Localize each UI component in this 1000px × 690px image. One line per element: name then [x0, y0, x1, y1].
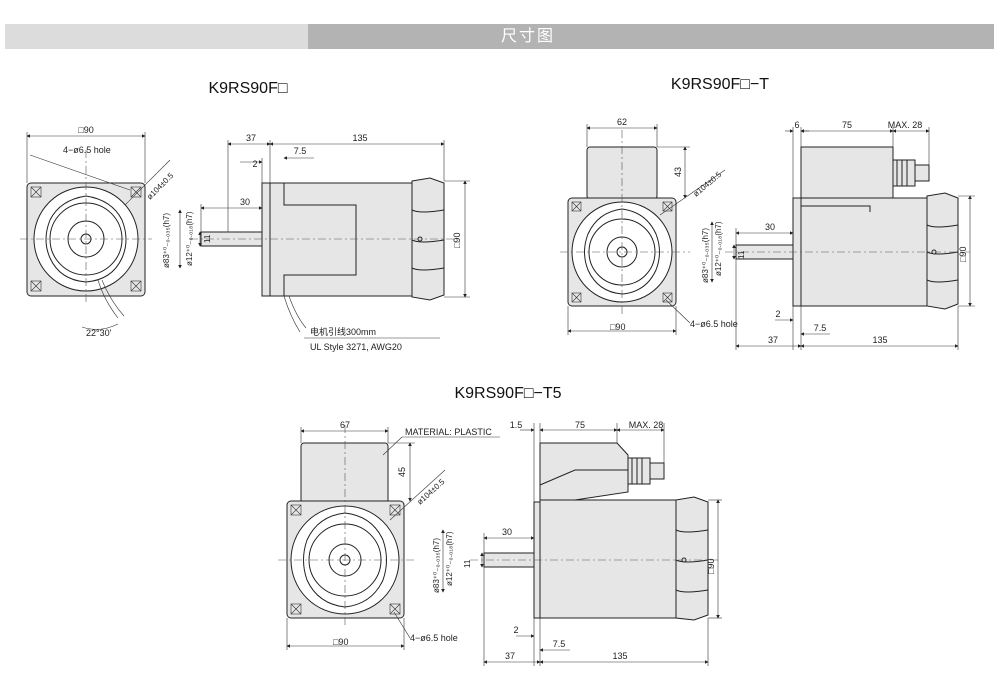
dim-75-t5: 75	[575, 420, 585, 430]
dim-sq90-terminal: □90	[610, 322, 625, 332]
dim-sq90-basic: □90	[78, 125, 93, 135]
dim-83-basic: ø83⁺⁰₋₀.₀₃₅(h7)	[162, 213, 171, 268]
dim-pcd-basic: ø104±0.5	[145, 171, 176, 202]
side-flange	[261, 182, 271, 297]
dim-30-t5: 30	[502, 527, 512, 537]
terminal-box-side	[800, 146, 894, 200]
dim-sq90-basic-side: □90	[452, 233, 462, 248]
dim-12-t5: ø12⁺⁰₋₀.₀₁₈(h7)	[445, 531, 454, 586]
dim-max28-t5: MAX. 28	[629, 420, 664, 430]
dim-hole-terminal: 4−ø6.5 hole	[690, 319, 738, 329]
dim-12-basic: ø12⁺⁰₋₀.₀₁₈(h7)	[185, 211, 194, 266]
t5-side-view: 1.5 75 MAX. 28 30 ø83⁺⁰₋₀.₀₃₅(h7) ø12⁺⁰₋…	[432, 420, 722, 666]
dim-37-t5: 37	[505, 651, 515, 661]
dim-11-t5: 11	[463, 559, 472, 568]
dim-83-terminal: ø83⁺⁰₋₀.₀₃₅(h7)	[701, 228, 710, 283]
dim-1-5-t5: 1.5	[510, 420, 523, 430]
dim-sq90-terminal-side: □90	[958, 247, 968, 262]
dim-62-terminal: 62	[617, 117, 627, 127]
dim-6-terminal: 6	[794, 120, 799, 130]
dim-135-terminal: 135	[872, 335, 887, 345]
basic-front-view: □90 4−ø6.5 hole ø104±0.5 22°30'	[20, 125, 176, 338]
dim-43-terminal: 43	[673, 167, 683, 177]
dim-11-terminal: 11	[737, 250, 746, 259]
dim-2-basic: 2	[252, 159, 257, 169]
dim-45-t5: 45	[397, 467, 407, 477]
dim-2-t5: 2	[513, 625, 518, 635]
note-wire-length: 电机引线300mm	[310, 326, 376, 337]
dim-hole-t5: 4−ø6.5 hole	[410, 633, 458, 643]
page-title: 尺寸图	[500, 28, 555, 45]
header-bar-left	[5, 24, 308, 49]
mount-hole-icon	[571, 201, 673, 303]
dim-37-basic: 37	[246, 133, 256, 143]
header-bar-right	[308, 24, 994, 49]
dim-max28-terminal: MAX. 28	[888, 120, 923, 130]
view-basic: K9RS90F□ □90 4−	[20, 80, 470, 352]
mount-hole-icon	[30, 186, 142, 292]
terminal-side-view: 6 75 MAX. 28 30 ø83⁺⁰₋₀.₀₃₅(h7) ø12⁺⁰₋₀.…	[701, 120, 975, 350]
model-title-basic: K9RS90F□	[208, 80, 287, 97]
dim-sq90-t5-side: □90	[706, 559, 716, 574]
view-terminal-t5: K9RS90F□−T5 67 45	[278, 385, 722, 666]
terminal-front-view: 62 43 ø104±0.5 □90 4−ø6.5 hole	[560, 117, 738, 335]
dim-12-terminal: ø12⁺⁰₋₀.₀₁₈(h7)	[714, 221, 723, 276]
dim-30-basic: 30	[240, 197, 250, 207]
dim-11-basic: 11	[203, 234, 212, 243]
dim-135-t5: 135	[612, 651, 627, 661]
t5-front-view: 67 45 MATERIAL: PLASTIC ø104±0.5 □90 4−ø…	[278, 420, 500, 650]
dim-7-5-terminal: 7.5	[814, 323, 827, 333]
basic-side-view: 37 135 2 7.5 30 ø83⁺⁰₋₀.₀₃₅(h7) ø12⁺⁰₋₀.…	[162, 133, 470, 352]
dim-30-terminal: 30	[765, 222, 775, 232]
dim-pcd-terminal: ø104±0.5	[692, 170, 724, 199]
dim-pcd-t5: ø104±0.5	[415, 477, 447, 507]
dim-2-terminal: 2	[775, 309, 780, 319]
terminal-box-t5	[300, 442, 389, 504]
terminal-box-t5-side	[539, 442, 629, 501]
dim-hole-basic: 4−ø6.5 hole	[63, 145, 111, 155]
model-title-terminal-t5: K9RS90F□−T5	[454, 385, 561, 402]
dim-7-5-t5: 7.5	[553, 639, 566, 649]
dim-7-5-basic: 7.5	[294, 146, 307, 156]
dim-75-terminal: 75	[842, 120, 852, 130]
dim-135-basic: 135	[352, 133, 367, 143]
dim-83-t5: ø83⁺⁰₋₀.₀₃₅(h7)	[432, 538, 441, 593]
model-title-terminal: K9RS90F□−T	[671, 76, 769, 93]
note-material: MATERIAL: PLASTIC	[405, 427, 492, 437]
view-terminal: K9RS90F□−T 62 43	[560, 76, 975, 350]
dim-67-t5: 67	[340, 420, 350, 430]
note-wire-spec: UL Style 3271, AWG20	[310, 342, 402, 352]
dim-sq90-t5: □90	[333, 637, 348, 647]
dim-angle-basic: 22°30'	[86, 328, 112, 338]
dim-37-terminal: 37	[768, 335, 778, 345]
